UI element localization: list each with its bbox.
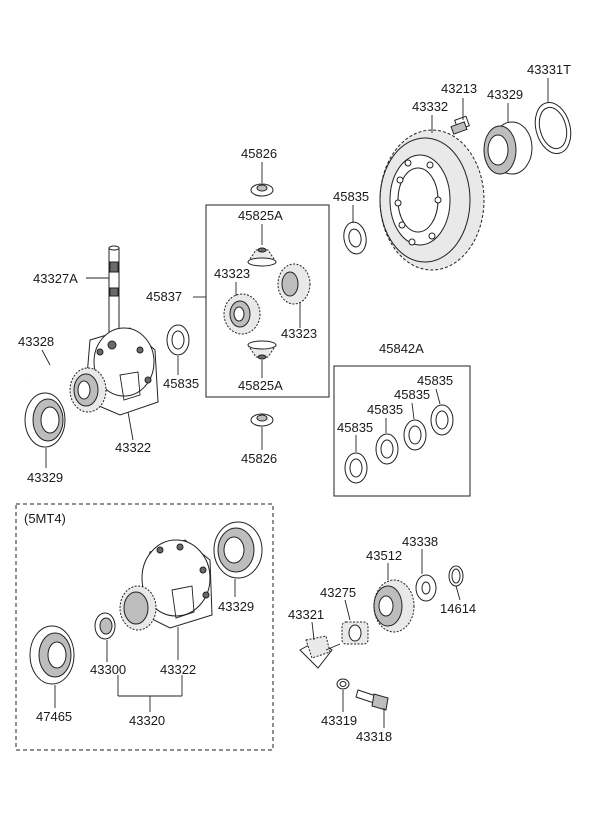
label-45825A-top: 45825A	[238, 208, 283, 223]
label-45837: 45837	[146, 289, 182, 304]
washer-45826-bottom[interactable]	[250, 413, 274, 427]
side-gear-43323-left[interactable]	[223, 293, 261, 335]
label-45835-e: 45835	[367, 402, 403, 417]
label-43318: 43318	[356, 729, 392, 744]
washer-45826-top[interactable]	[250, 183, 274, 197]
o-ring-43319[interactable]	[336, 678, 350, 690]
label-45835-a: 45835	[333, 189, 369, 204]
oil-seal-43300[interactable]	[94, 612, 116, 640]
washer-43338[interactable]	[415, 574, 437, 602]
label-43321: 43321	[288, 607, 324, 622]
label-43327A: 43327A	[33, 271, 78, 286]
bearing-47465[interactable]	[29, 625, 75, 685]
label-45835-f: 45835	[337, 420, 373, 435]
label-43329-top: 43329	[487, 87, 523, 102]
label-43323-right: 43323	[281, 326, 317, 341]
label-43322-top: 43322	[115, 440, 151, 455]
pinion-gear-45825A-top[interactable]	[247, 247, 277, 267]
snap-ring-14614[interactable]	[448, 565, 464, 587]
pinion-gear-45825A-bottom[interactable]	[247, 340, 277, 360]
washer-45835-set[interactable]	[344, 404, 454, 484]
label-43331T: 43331T	[527, 62, 571, 77]
label-43322-box: 43322	[160, 662, 196, 677]
label-45826-top: 45826	[241, 146, 277, 161]
label-43320: 43320	[129, 713, 165, 728]
label-variant-5MT4: (5MT4)	[24, 511, 66, 526]
label-43319: 43319	[321, 713, 357, 728]
label-45826-bottom: 45826	[241, 451, 277, 466]
diff-case-43322-box[interactable]	[119, 539, 213, 631]
variant-box-5MT4	[15, 503, 274, 751]
label-43328: 43328	[18, 334, 54, 349]
bearing-43275[interactable]	[341, 621, 369, 645]
label-47465: 47465	[36, 709, 72, 724]
bolt-43318[interactable]	[355, 689, 389, 711]
ring-gear-43332[interactable]	[379, 129, 485, 271]
label-43275: 43275	[320, 585, 356, 600]
diff-case-43322-top[interactable]	[69, 327, 159, 416]
label-43329-left: 43329	[27, 470, 63, 485]
label-43338: 43338	[402, 534, 438, 549]
label-43213: 43213	[441, 81, 477, 96]
bearing-43329-top[interactable]	[483, 121, 533, 175]
label-45835-d: 45835	[394, 387, 430, 402]
pinion-shaft-43327A[interactable]	[108, 245, 120, 341]
bearing-43329-left[interactable]	[24, 392, 66, 448]
label-45842A: 45842A	[379, 341, 424, 356]
driven-gear-43512[interactable]	[373, 579, 415, 633]
washer-45835-a[interactable]	[341, 220, 368, 255]
part-labels: 43213 43331T 43332 43329 45826 45835 458…	[18, 62, 571, 744]
label-45835-b: 45835	[163, 376, 199, 391]
washer-45835-b[interactable]	[166, 324, 190, 356]
snap-ring-43331T[interactable]	[530, 98, 576, 157]
label-43300: 43300	[90, 662, 126, 677]
label-45835-c: 45835	[417, 373, 453, 388]
label-45825A-bottom: 45825A	[238, 378, 283, 393]
bearing-43329-box[interactable]	[213, 521, 263, 579]
leader-lines	[41, 78, 549, 728]
label-43329-box: 43329	[218, 599, 254, 614]
kit-box-45842A	[333, 365, 471, 497]
label-14614: 14614	[440, 601, 476, 616]
side-gear-43323-right[interactable]	[277, 263, 311, 305]
lock-pin-43328[interactable]	[29, 361, 73, 378]
bolt-43213[interactable]	[450, 115, 470, 135]
label-43332: 43332	[412, 99, 448, 114]
label-43512: 43512	[366, 548, 402, 563]
kit-box-45837	[205, 204, 330, 398]
shaft-43321[interactable]	[299, 635, 341, 669]
label-43323-left: 43323	[214, 266, 250, 281]
